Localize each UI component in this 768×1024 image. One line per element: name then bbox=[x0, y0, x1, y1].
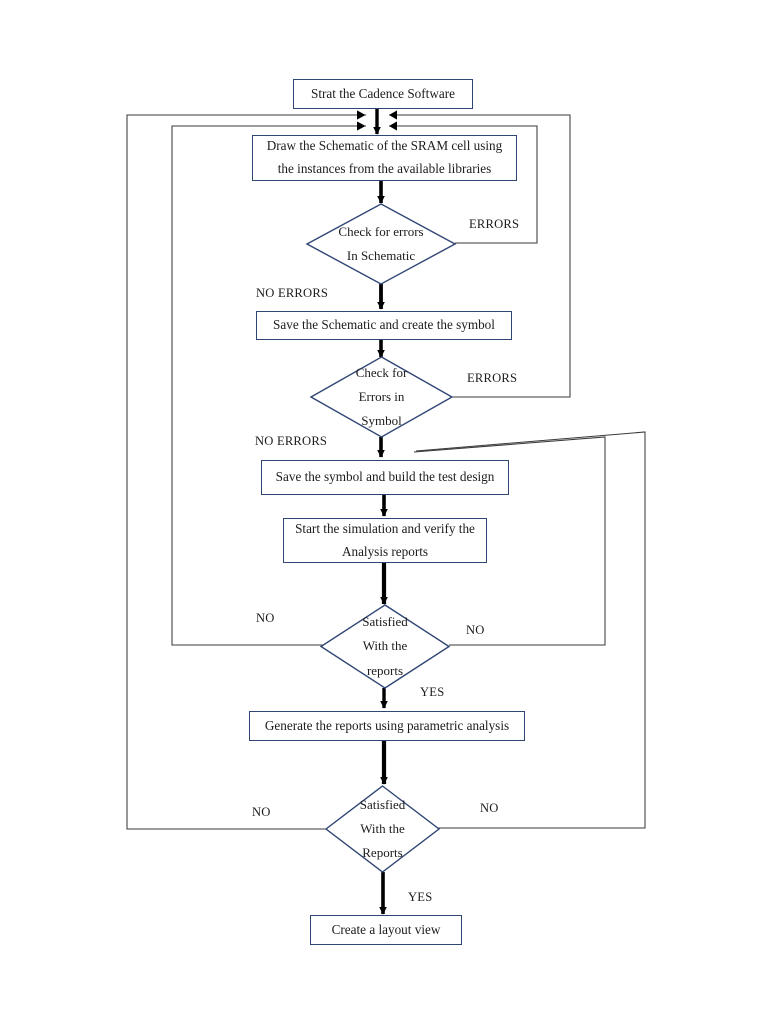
node-start-simulation-label: Start the simulation and verify the Anal… bbox=[295, 520, 475, 559]
edge-label-no-reports-right: NO bbox=[466, 623, 485, 637]
edge-label-no-reports2-left: NO bbox=[252, 805, 271, 819]
node-save-symbol[interactable]: Save the symbol and build the test desig… bbox=[261, 460, 509, 495]
edge-label-errors-symbol: ERRORS bbox=[467, 371, 518, 385]
node-draw-schematic-label: Draw the Schematic of the SRAM cell usin… bbox=[266, 138, 503, 176]
diamond-shape bbox=[305, 203, 457, 285]
node-save-schematic[interactable]: Save the Schematic and create the symbol bbox=[256, 311, 512, 340]
diamond-shape bbox=[319, 604, 451, 689]
node-generate-reports-label: Generate the reports using parametric an… bbox=[264, 717, 510, 733]
node-generate-reports[interactable]: Generate the reports using parametric an… bbox=[249, 711, 525, 741]
diamond-shape bbox=[309, 356, 454, 438]
edge-label-no-reports2-right: NO bbox=[480, 801, 499, 815]
node-satisfied-reports2[interactable]: Satisfied With the Reports bbox=[324, 785, 441, 873]
node-check-symbol[interactable]: Check for Errors in Symbol bbox=[309, 356, 454, 438]
node-check-schematic[interactable]: Check for errors In Schematic bbox=[305, 203, 457, 285]
node-check-symbol-label: Check for Errors in Symbol bbox=[355, 364, 408, 429]
edge-label-yes-reports2: YES bbox=[408, 890, 433, 904]
edge-label-errors-schematic: ERRORS bbox=[469, 217, 520, 231]
node-draw-schematic[interactable]: Draw the Schematic of the SRAM cell usin… bbox=[252, 135, 517, 181]
diamond-shape bbox=[324, 785, 441, 873]
node-satisfied-reports2-label: Satisfied With the Reports bbox=[359, 796, 406, 861]
wire-join-arrowheads bbox=[357, 110, 397, 131]
edge-label-no-errors-schematic: NO ERRORS bbox=[256, 286, 329, 300]
node-save-schematic-label: Save the Schematic and create the symbol bbox=[273, 317, 495, 333]
node-satisfied-reports[interactable]: Satisfied With the reports bbox=[319, 604, 451, 689]
node-save-symbol-label: Save the symbol and build the test desig… bbox=[275, 469, 495, 485]
node-create-layout[interactable]: Create a layout view bbox=[310, 915, 462, 945]
node-start-simulation[interactable]: Start the simulation and verify the Anal… bbox=[283, 518, 487, 563]
edge-label-yes-reports: YES bbox=[420, 685, 445, 699]
node-check-schematic-label: Check for errors In Schematic bbox=[338, 223, 424, 263]
edge-label-no-errors-symbol: NO ERRORS bbox=[255, 434, 328, 448]
node-create-layout-label: Create a layout view bbox=[331, 921, 441, 937]
node-start[interactable]: Strat the Cadence Software bbox=[293, 79, 473, 109]
node-start-label: Strat the Cadence Software bbox=[311, 85, 455, 101]
node-satisfied-reports-label: Satisfied With the reports bbox=[362, 614, 408, 678]
edge-label-no-reports-left: NO bbox=[256, 611, 275, 625]
